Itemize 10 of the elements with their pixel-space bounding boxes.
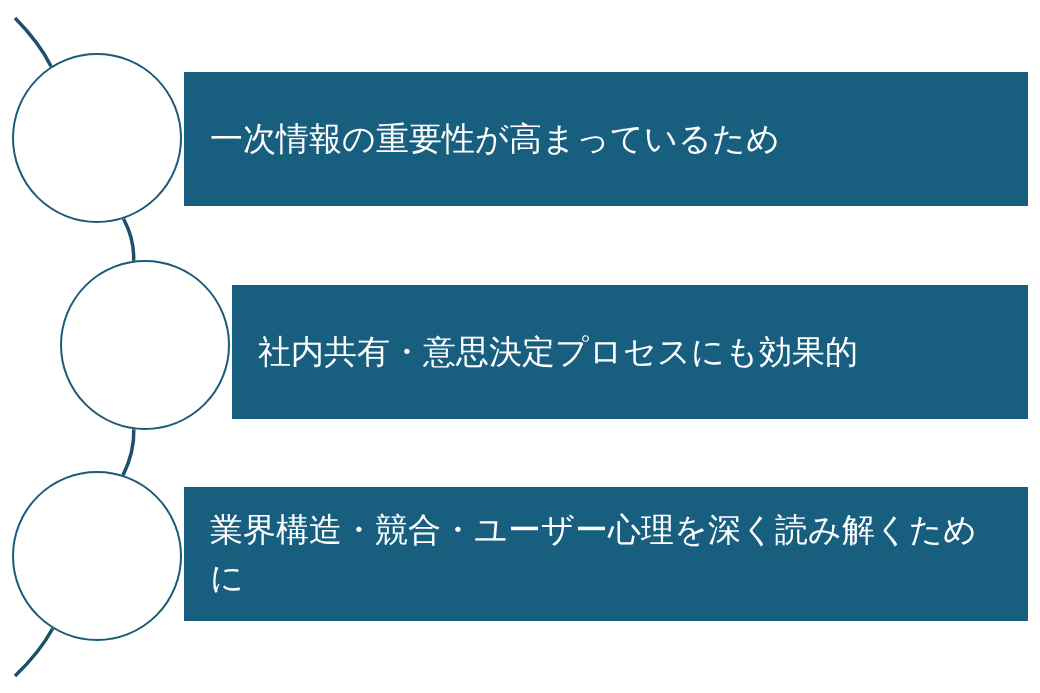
banner-bar	[232, 285, 1028, 419]
connector-line	[13, 627, 55, 678]
banner-bar	[184, 487, 1028, 621]
banner-text: 業界構造・競合・ユーザー心理を深く読み解くために	[210, 509, 978, 599]
banner-text: 社内共有・意思決定プロセスにも効果的	[258, 331, 858, 373]
connector-line	[121, 429, 136, 476]
connector-line	[13, 16, 53, 68]
banner-text: 一次情報の重要性が高まっているため	[210, 118, 780, 160]
connector-line	[121, 217, 136, 261]
banner-bar	[184, 72, 1028, 206]
